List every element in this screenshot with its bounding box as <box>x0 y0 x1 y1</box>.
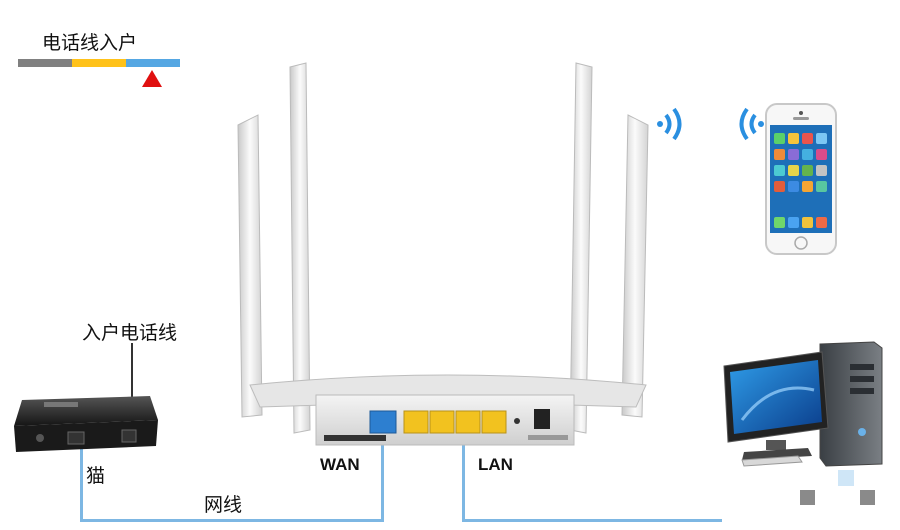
antenna-left-inner <box>289 62 311 434</box>
lan-port <box>429 410 455 434</box>
smartphone-device <box>765 103 837 255</box>
legend-segment-blue <box>126 59 180 67</box>
desktop-computer <box>723 341 883 467</box>
modem-label: 猫 <box>86 465 106 487</box>
wifi-signal-icon <box>739 107 764 141</box>
corner-square <box>800 490 815 505</box>
lan-port <box>455 410 481 434</box>
corner-square <box>838 470 854 486</box>
wire-modem-down <box>80 440 83 522</box>
legend-bar <box>18 59 180 67</box>
modem-phone-line-label: 入户电话线 <box>82 322 178 344</box>
router-device <box>237 62 649 446</box>
lan-port <box>481 410 507 434</box>
reset-button <box>514 418 520 424</box>
wire-phone-line <box>131 343 133 435</box>
network-cable-label: 网线 <box>204 494 243 516</box>
wire-bottom-right <box>462 519 722 522</box>
wire-bottom-left <box>80 519 384 522</box>
power-jack <box>534 409 550 429</box>
wire-wan-up <box>381 428 384 522</box>
antenna-right-inner <box>569 62 593 434</box>
wan-label: WAN <box>320 455 360 474</box>
wifi-signal-icon <box>657 107 682 141</box>
legend-title: 电话线入户 <box>42 32 138 54</box>
lan-label: LAN <box>478 455 513 474</box>
wan-port <box>369 410 397 434</box>
legend-segment-gray <box>18 59 72 67</box>
legend-segment-yellow <box>72 59 126 67</box>
wire-lan-down <box>462 428 465 522</box>
antenna-right-outer <box>621 114 649 418</box>
antenna-left-outer <box>237 114 263 418</box>
modem-device <box>14 396 158 452</box>
corner-square <box>860 490 875 505</box>
lan-port <box>403 410 429 434</box>
legend-marker-triangle <box>142 70 162 87</box>
